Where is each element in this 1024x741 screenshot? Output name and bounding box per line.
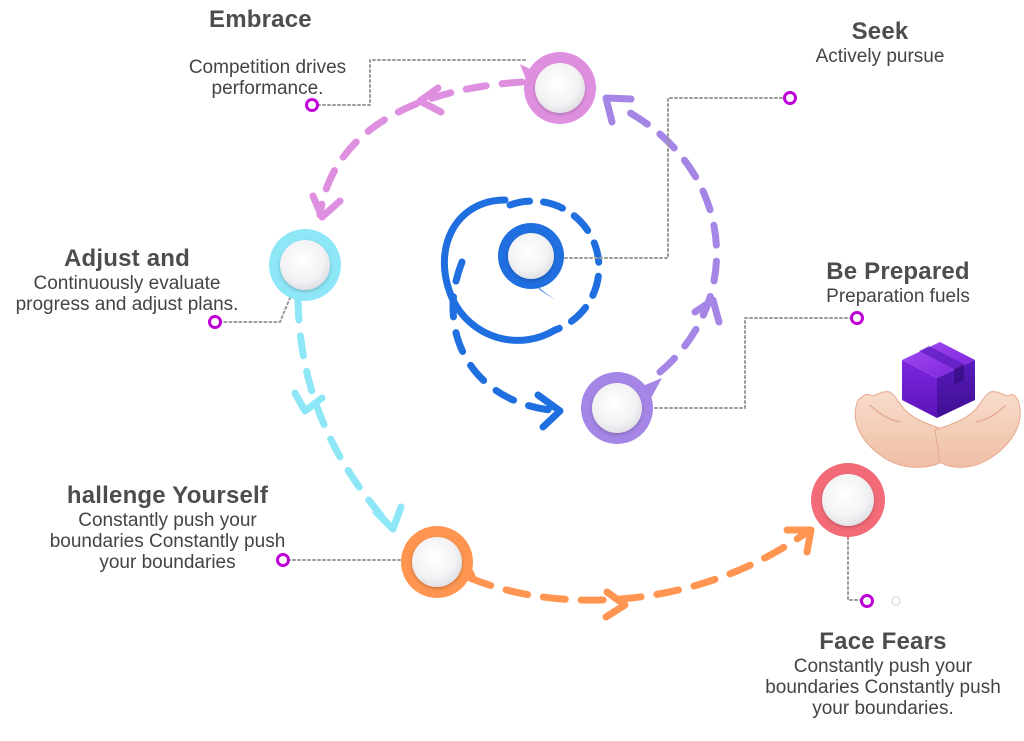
spiral-path-violet [621, 106, 721, 376]
step-embrace: Embrace [209, 6, 312, 34]
faint-dot [891, 596, 901, 606]
spiral-path-orange [466, 526, 814, 604]
endpoint-seek [783, 91, 797, 105]
step-title: Adjust and [64, 245, 190, 272]
step-title: Embrace [209, 6, 312, 33]
connector-seek [564, 97, 791, 259]
step-title: Be Prepared [826, 258, 970, 285]
pin-blue [498, 223, 564, 300]
arrowhead-blue [534, 391, 564, 431]
endpoint-embrace [305, 98, 319, 112]
connector-embrace [311, 59, 526, 106]
endpoint-be-prepared [850, 311, 864, 325]
pin-embrace [520, 52, 596, 124]
arrowhead-violet-up [602, 94, 635, 126]
step-adjust: Adjust and Continuously evaluate progres… [2, 245, 252, 315]
step-desc-embrace: Competition drives performance. [188, 57, 347, 99]
step-face-fears: Face Fears Constantly push your boundari… [758, 628, 1008, 719]
arrowhead-violet-mid [691, 296, 723, 326]
pin-be-prepared [581, 372, 662, 444]
connector-face-fears [847, 536, 868, 601]
step-desc: Actively pursue [815, 46, 945, 67]
connector-be-prepared [654, 317, 858, 409]
arrowhead-pink-left [416, 84, 445, 116]
step-desc: Preparation fuels [826, 286, 970, 307]
step-title: Face Fears [819, 628, 947, 655]
step-desc: Continuously evaluate progress and adjus… [15, 273, 239, 315]
arrowhead-orange-mid [602, 588, 629, 621]
arrowhead-orange-end [783, 526, 815, 556]
arrowhead-pink-down [309, 192, 344, 221]
connector-adjust [214, 292, 293, 323]
endpoint-challenge [276, 553, 290, 567]
arrowhead-cyan-end [372, 503, 405, 533]
step-be-prepared: Be Prepared Preparation fuels [798, 258, 998, 307]
step-desc: Constantly push your boundaries Constant… [765, 656, 1001, 719]
pin-challenge [401, 526, 480, 598]
spiral-path-cyan [294, 296, 396, 532]
pin-adjust [269, 229, 341, 305]
endpoint-adjust [208, 315, 222, 329]
endpoint-face-fears [860, 594, 874, 608]
arrowhead-cyan-mid [291, 389, 326, 415]
pin-face-fears [811, 463, 885, 540]
step-challenge: hallenge Yourself Constantly push your b… [40, 482, 295, 573]
step-seek: Seek Actively pursue [790, 18, 970, 67]
spiral-path-pink [316, 78, 526, 219]
step-desc: Constantly push your boundaries Constant… [49, 510, 286, 573]
hands-holding-box-icon [854, 342, 1021, 468]
step-title: hallenge Yourself [66, 482, 269, 509]
step-title: Seek [851, 18, 909, 45]
